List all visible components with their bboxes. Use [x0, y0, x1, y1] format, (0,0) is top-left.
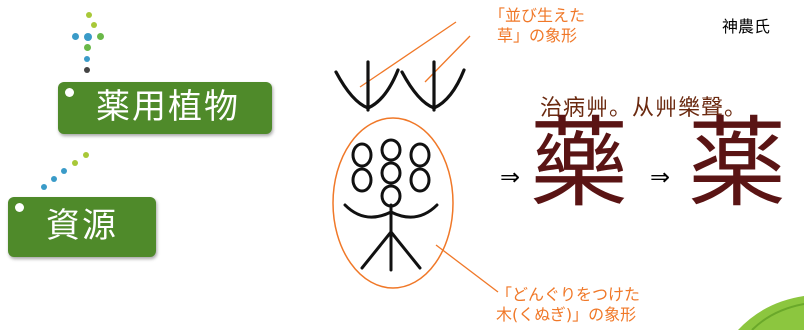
medicinal-plants-label: 薬用植物: [96, 87, 240, 127]
callout-tree: 「どんぐりをつけた 木(くぬぎ)」の象形: [496, 285, 706, 325]
top-right-label: 神農氏: [722, 17, 771, 36]
resources-box: 資源: [8, 197, 156, 257]
bullet-icon: [65, 88, 74, 97]
modern-character: 薬: [688, 107, 787, 221]
callout-grass-line1: 「並び生えた: [488, 6, 585, 25]
arrow-right-icon: ⇒: [500, 163, 521, 191]
resources-label: 資源: [46, 206, 118, 246]
arrow-right-icon: ⇒: [650, 163, 671, 191]
medicinal-plants-box: 薬用植物: [58, 82, 272, 134]
bullet-icon: [15, 203, 24, 212]
callout-tree-line2: 木(くぬぎ)」の象形: [496, 305, 637, 324]
callout-grass-line2: 草」の象形: [496, 26, 577, 45]
shuowen-quote: 治病艸。从艸樂聲。: [540, 96, 748, 121]
traditional-character: 藥: [530, 107, 629, 221]
leaf-decoration: [738, 296, 804, 330]
callout-grass: 「並び生えた 草」の象形: [452, 6, 622, 46]
callout-tree-line1: 「どんぐりをつけた: [496, 285, 641, 304]
